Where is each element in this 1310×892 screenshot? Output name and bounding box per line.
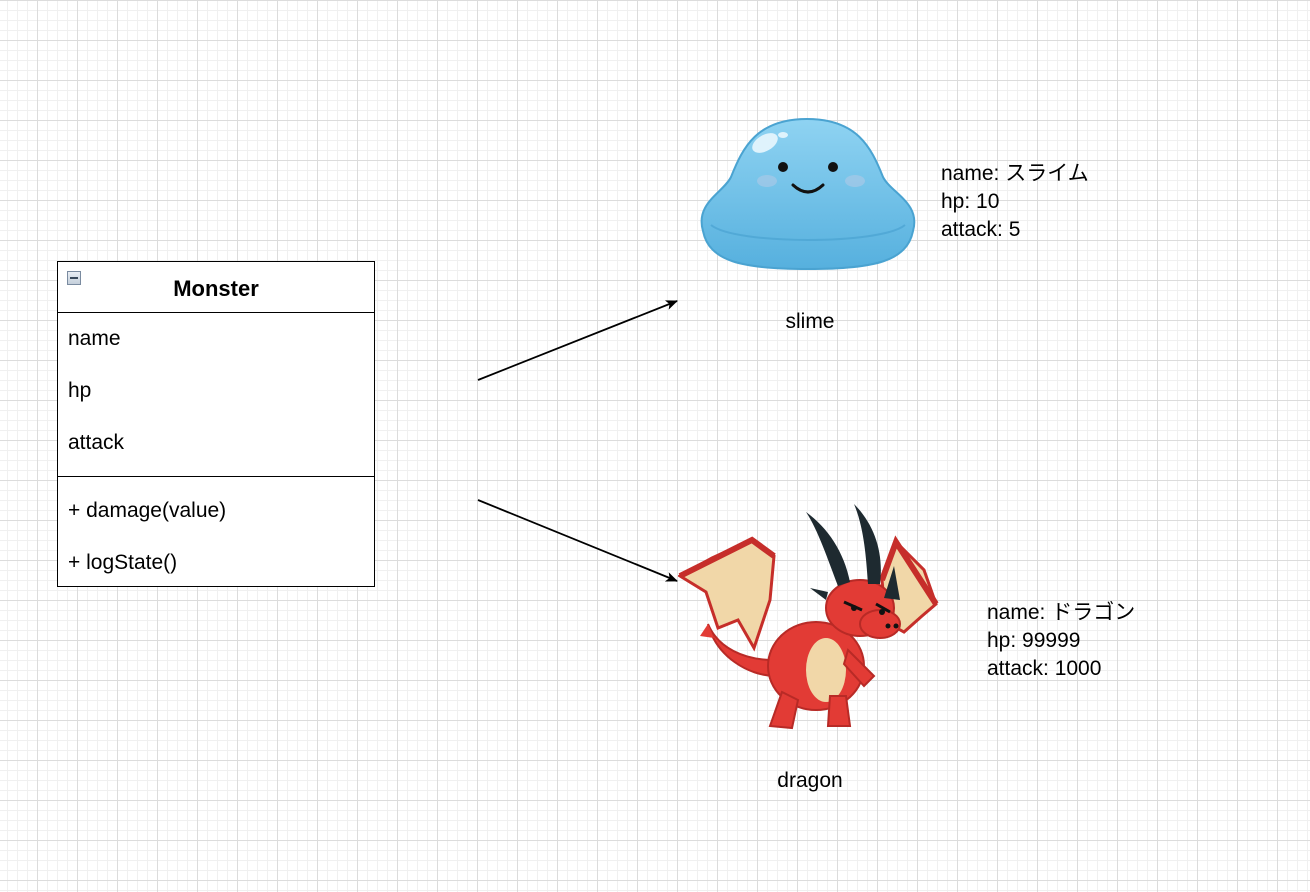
attribute-name[interactable]: name [68, 327, 121, 350]
arrow-to-slime[interactable] [477, 300, 678, 381]
dragon-prop-hp: hp: 99999 [987, 629, 1081, 652]
slime-properties: name: スライム hp: 10 attack: 5 [941, 160, 1089, 244]
dragon-caption: dragon [777, 769, 843, 792]
collapse-icon[interactable] [67, 271, 81, 285]
slime-prop-name: name: スライム [941, 162, 1089, 185]
dragon-prop-attack: attack: 1000 [987, 657, 1102, 680]
slime-prop-attack: attack: 5 [941, 218, 1021, 241]
attribute-section: name hp attack [58, 313, 374, 477]
slime-caption: slime [785, 310, 835, 333]
slime-icon[interactable] [695, 113, 921, 271]
dragon-prop-name: name: ドラゴン [987, 601, 1136, 624]
method-section: + damage(value) + logState() [58, 477, 374, 602]
slime-prop-hp: hp: 10 [941, 190, 1000, 213]
dragon-properties: name: ドラゴン hp: 99999 attack: 1000 [987, 599, 1135, 683]
attribute-attack[interactable]: attack [68, 431, 125, 454]
method-damage[interactable]: + damage(value) [68, 499, 227, 522]
class-title: Monster [173, 276, 259, 301]
monster-class-box[interactable]: Monster name hp attack + damage(value) +… [57, 261, 375, 587]
attribute-hp[interactable]: hp [68, 379, 92, 402]
method-log-state[interactable]: + logState() [68, 551, 178, 574]
dragon-icon[interactable] [678, 500, 942, 740]
class-header: Monster [58, 262, 374, 313]
arrow-to-dragon[interactable] [477, 499, 678, 582]
